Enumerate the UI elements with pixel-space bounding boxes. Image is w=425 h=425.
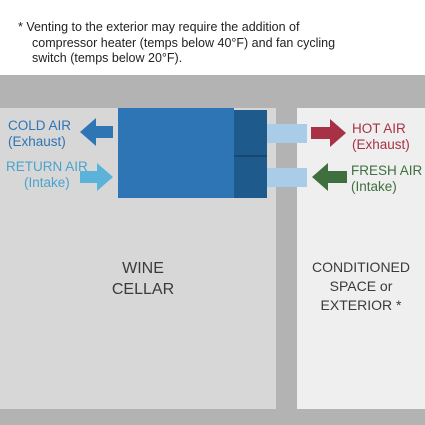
fresh-air-title: FRESH AIR (351, 163, 423, 178)
conditioned-line-2: SPACE or (329, 278, 393, 294)
arrow-right-icon (311, 119, 346, 147)
footnote-line-2: compressor heater (temps below 40°F) and… (32, 35, 336, 50)
conditioned-line-1: CONDITIONED (312, 259, 410, 275)
wine-cellar-line-1: WINE (122, 260, 164, 277)
arrow-left-icon (80, 118, 113, 146)
footnote-line-3: switch (temps below 20°F). (32, 51, 183, 65)
intake-duct (267, 168, 307, 187)
hot-air-label: HOT AIR (Exhaust) (352, 121, 410, 153)
cooling-unit-end (234, 110, 267, 198)
wine-cellar-label: WINE CELLAR (88, 258, 198, 300)
hot-air-title: HOT AIR (352, 121, 406, 136)
conditioned-line-3: EXTERIOR * (320, 297, 402, 313)
return-air-subtitle: (Intake) (23, 175, 70, 190)
arrow-right-icon (80, 163, 113, 191)
fresh-air-subtitle: (Intake) (351, 179, 397, 194)
cooling-unit-divider (234, 155, 267, 157)
cold-air-title: COLD AIR (8, 118, 72, 133)
cooling-unit-body (118, 108, 234, 198)
conditioned-space-label: CONDITIONED SPACE or EXTERIOR * (300, 258, 422, 315)
arrow-left-icon (312, 163, 347, 191)
cold-air-subtitle: (Exhaust) (8, 134, 66, 149)
venting-footnote: * Venting to the exterior may require th… (18, 20, 418, 67)
wine-cellar-line-2: CELLAR (111, 281, 175, 298)
exterior-space (297, 108, 425, 409)
cold-air-label: COLD AIR (Exhaust) (8, 118, 71, 150)
hot-air-subtitle: (Exhaust) (352, 137, 410, 152)
fresh-air-label: FRESH AIR (Intake) (351, 163, 422, 195)
footnote-line-1: * Venting to the exterior may require th… (18, 20, 300, 34)
exhaust-duct (267, 124, 307, 143)
return-air-label: RETURN AIR (Intake) (6, 159, 88, 191)
return-air-title: RETURN AIR (6, 159, 88, 174)
